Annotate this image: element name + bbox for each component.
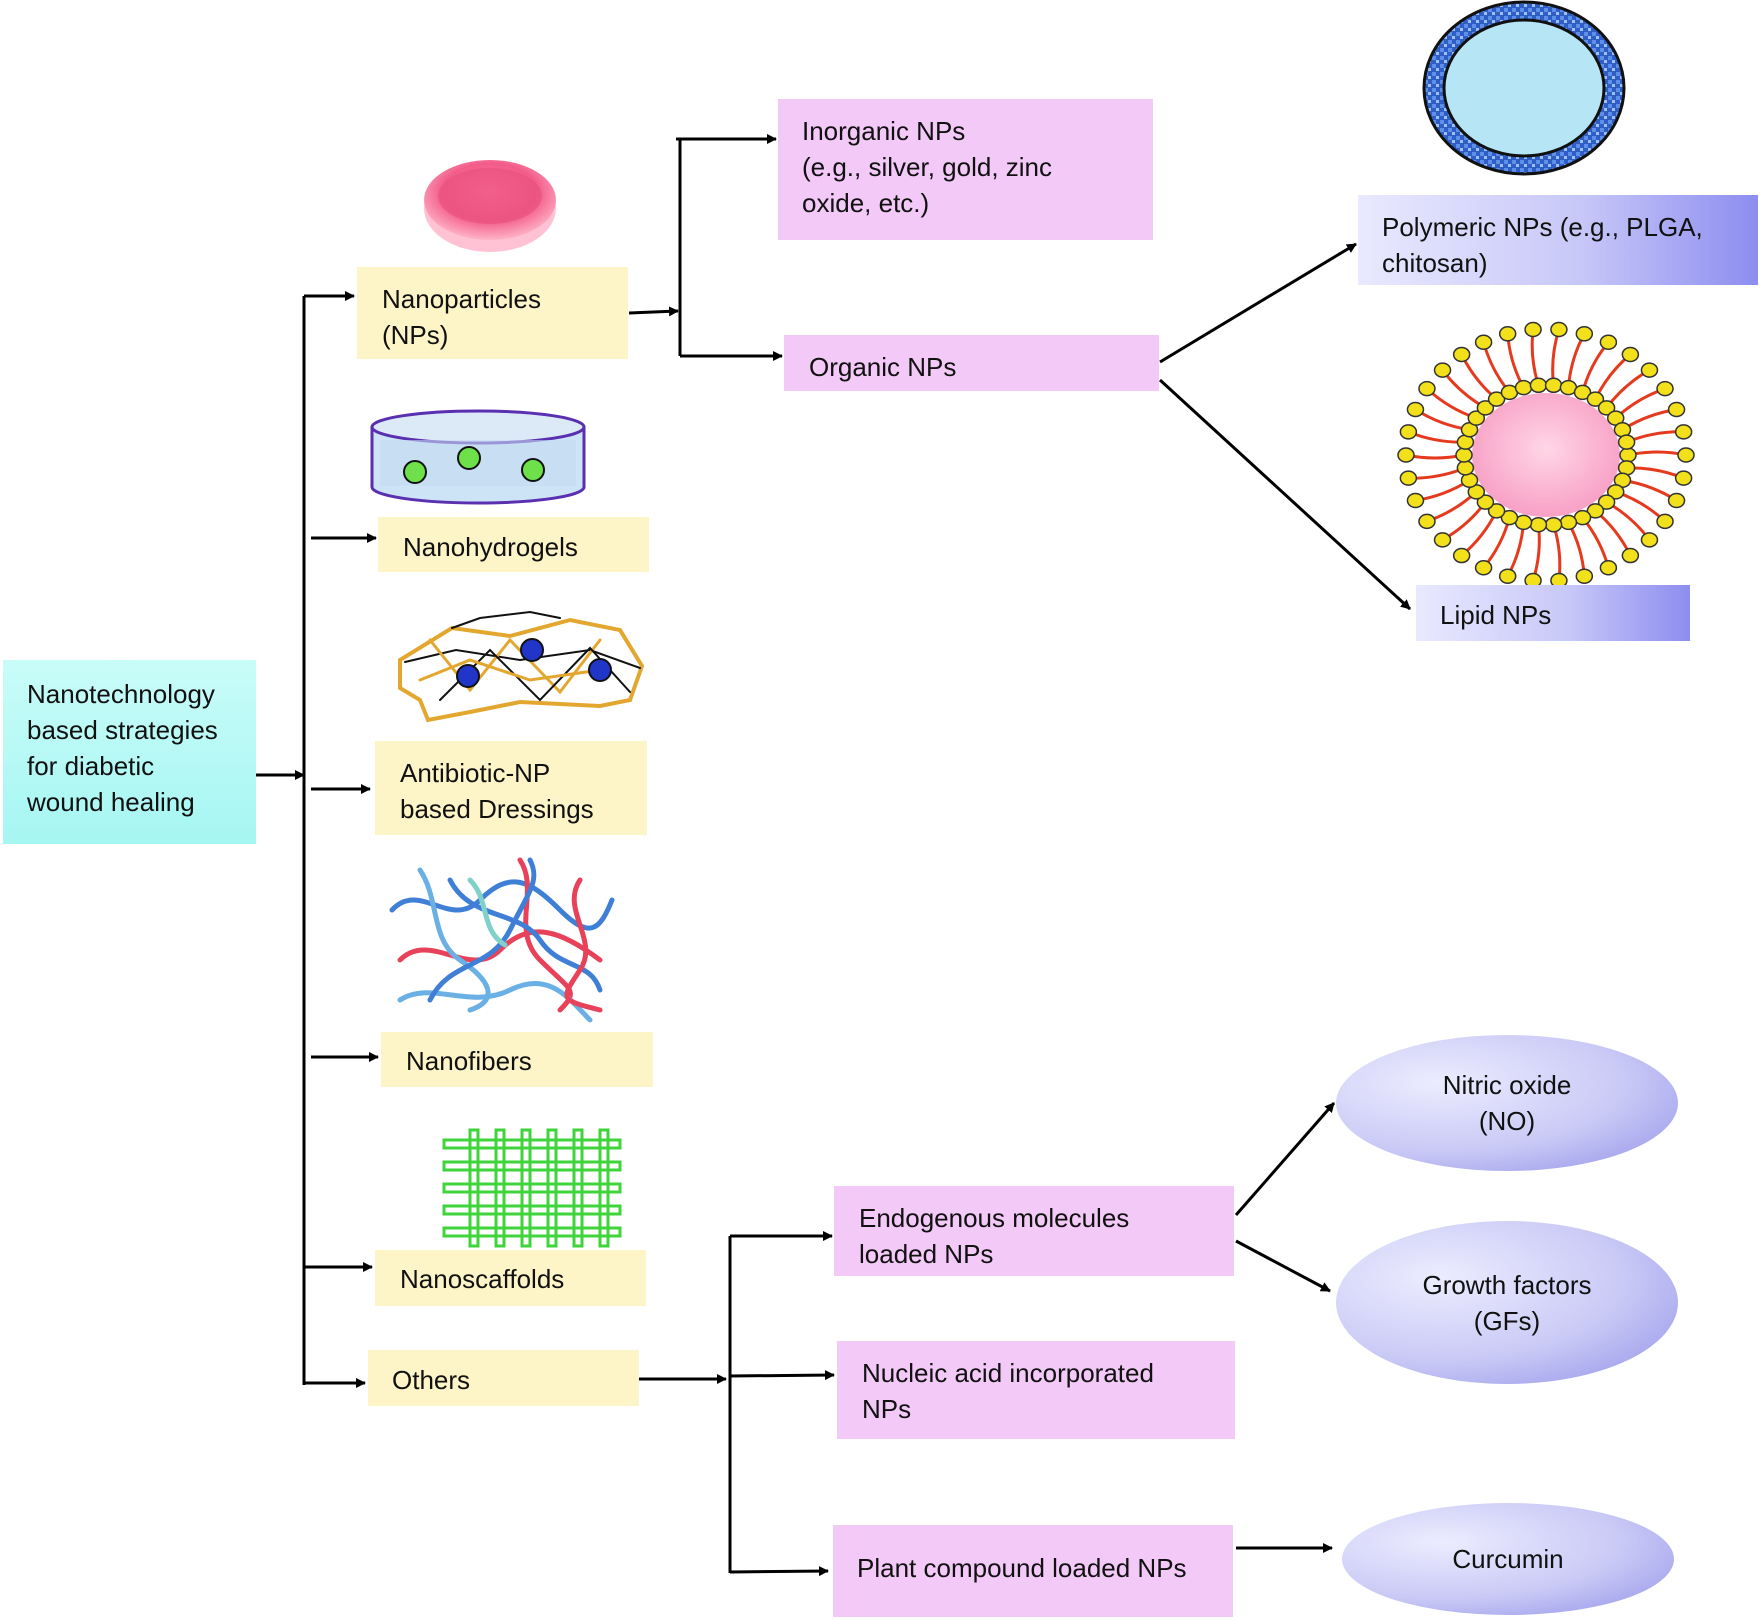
endogenous-nps-box: Endogenous molecules loaded NPs bbox=[834, 1186, 1234, 1276]
lipid-label: Lipid NPs bbox=[1440, 600, 1552, 630]
arrow-to-nitric-oxide bbox=[1234, 1102, 1336, 1216]
polymeric-line-2: chitosan) bbox=[1382, 248, 1488, 278]
plant-label: Plant compound loaded NPs bbox=[857, 1553, 1187, 1583]
polymeric-nps-box: Polymeric NPs (e.g., PLGA, chitosan) bbox=[1358, 195, 1758, 285]
nanohydrogels-label: Nanohydrogels bbox=[403, 532, 578, 562]
arrow-nps-branch bbox=[628, 306, 679, 317]
arrow-to-nucleic bbox=[729, 1370, 835, 1381]
antibiotic-line-2: based Dressings bbox=[400, 794, 594, 824]
nanoparticle-disc-icon bbox=[424, 160, 556, 252]
organic-nps-box: Organic NPs bbox=[784, 335, 1159, 391]
nanofibers-box: Nanofibers bbox=[381, 1032, 653, 1087]
polymeric-np-icon bbox=[1422, 0, 1626, 176]
lipid-np-micelle-icon bbox=[1397, 321, 1695, 589]
growth-factors-line-1: Growth factors bbox=[1422, 1269, 1592, 1300]
plant-compound-nps-box: Plant compound loaded NPs bbox=[833, 1525, 1233, 1617]
lipid-nps-box: Lipid NPs bbox=[1416, 585, 1690, 641]
growth-factors-ellipse: Growth factors (GFs) bbox=[1336, 1221, 1678, 1384]
curcumin-label: Curcumin bbox=[1452, 1544, 1564, 1574]
others-box: Others bbox=[368, 1350, 639, 1406]
arrow-to-growth-factors bbox=[1235, 1239, 1331, 1293]
organic-label: Organic NPs bbox=[809, 352, 957, 382]
nanoparticles-line-1: Nanoparticles bbox=[382, 284, 541, 314]
nanoscaffolds-box: Nanoscaffolds bbox=[375, 1250, 646, 1306]
nucleic-line-1: Nucleic acid incorporated bbox=[862, 1358, 1154, 1388]
nanoparticles-box: Nanoparticles (NPs) bbox=[357, 267, 628, 359]
nanofiber-network-icon bbox=[389, 857, 615, 1023]
endogenous-line-2: loaded NPs bbox=[859, 1239, 994, 1269]
antibiotic-line-1: Antibiotic-NP bbox=[400, 758, 551, 788]
inorganic-line-3: oxide, etc.) bbox=[802, 188, 930, 218]
nitric-oxide-line-2: (NO) bbox=[1478, 1106, 1536, 1136]
nucleic-acid-nps-box: Nucleic acid incorporated NPs bbox=[837, 1341, 1235, 1439]
nucleic-line-2: NPs bbox=[862, 1394, 912, 1424]
scaffold-grid-icon bbox=[442, 1128, 622, 1248]
arrow-to-polymeric bbox=[1159, 242, 1357, 364]
nanofibers-label: Nanofibers bbox=[406, 1046, 532, 1076]
inorganic-line-2: (e.g., silver, gold, zinc bbox=[802, 152, 1052, 182]
arrow-to-lipid bbox=[1158, 378, 1412, 611]
hydrogel-cylinder-icon bbox=[370, 409, 586, 505]
others-label: Others bbox=[392, 1365, 471, 1395]
nitric-oxide-line-1: Nitric oxide bbox=[1442, 1070, 1572, 1100]
polymeric-line-1: Polymeric NPs (e.g., PLGA, bbox=[1382, 212, 1703, 242]
nanoparticles-line-2: (NPs) bbox=[382, 320, 449, 350]
antibiotic-dressings-box: Antibiotic-NP based Dressings bbox=[375, 741, 647, 835]
root-box: Nanotechnology based strategies for diab… bbox=[3, 660, 256, 844]
root-line-1: Nanotechnology bbox=[27, 679, 215, 709]
nanohydrogels-box: Nanohydrogels bbox=[378, 517, 649, 572]
growth-factors-line-2: (GFs) bbox=[1473, 1305, 1541, 1336]
arrow-to-plant bbox=[729, 1566, 829, 1577]
root-line-2: based strategies bbox=[27, 715, 218, 745]
dressing-mesh-icon bbox=[398, 610, 645, 723]
curcumin-ellipse: Curcumin bbox=[1342, 1503, 1674, 1615]
root-line-3: for diabetic bbox=[27, 751, 155, 781]
root-line-4: wound healing bbox=[27, 787, 195, 817]
inorganic-line-1: Inorganic NPs bbox=[802, 116, 966, 146]
endogenous-line-1: Endogenous molecules bbox=[859, 1203, 1130, 1233]
inorganic-nps-box: Inorganic NPs (e.g., silver, gold, zinc … bbox=[778, 99, 1153, 240]
nanoscaffolds-label: Nanoscaffolds bbox=[400, 1264, 565, 1294]
nitric-oxide-ellipse: Nitric oxide (NO) bbox=[1336, 1035, 1678, 1171]
